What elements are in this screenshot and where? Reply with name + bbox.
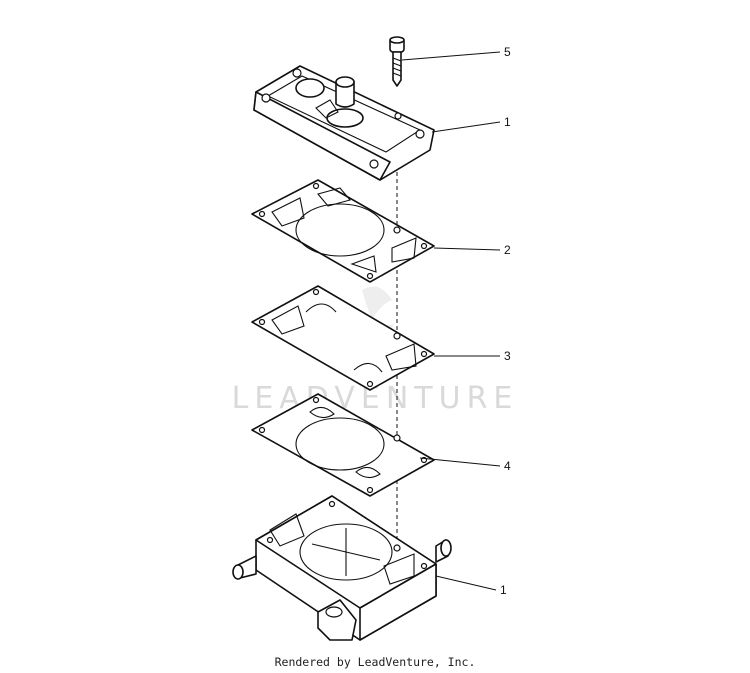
leader-gasket-b xyxy=(419,457,501,467)
callout-gasket-a: 2 xyxy=(504,243,511,257)
leader-gasket-a xyxy=(433,247,501,251)
leader-top-cover xyxy=(431,121,501,133)
leader-lines xyxy=(401,51,501,591)
bolt xyxy=(389,36,405,87)
pump-body xyxy=(232,495,452,641)
callout-pump-body: 1 xyxy=(500,583,507,597)
callout-bolt: 5 xyxy=(504,45,511,59)
diaphragm xyxy=(251,285,435,391)
render-credit: Rendered by LeadVenture, Inc. xyxy=(274,655,476,669)
leader-pump-body xyxy=(435,575,497,591)
callout-labels: 5 1 2 3 4 1 xyxy=(500,45,511,597)
callout-top-cover: 1 xyxy=(504,115,511,129)
callout-gasket-b: 4 xyxy=(504,459,511,473)
leader-bolt xyxy=(401,51,501,61)
callout-diaphragm: 3 xyxy=(504,349,511,363)
gasket-b xyxy=(251,393,435,497)
gasket-a xyxy=(251,179,435,283)
top-cover xyxy=(253,65,435,181)
